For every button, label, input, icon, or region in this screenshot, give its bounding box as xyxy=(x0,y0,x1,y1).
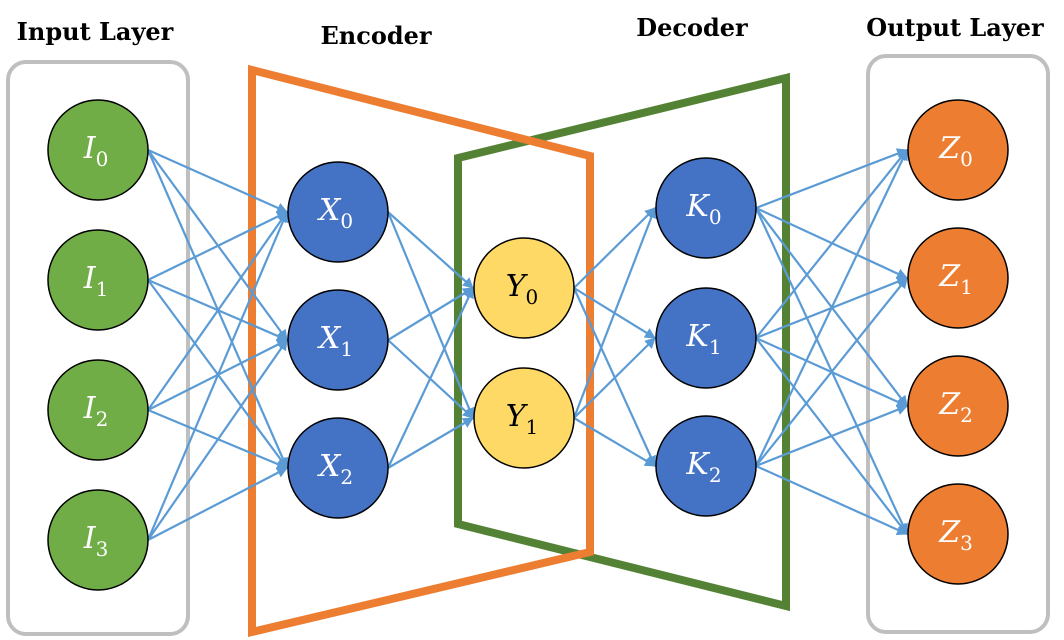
connections xyxy=(146,148,909,541)
output-node-label-0: Z0 xyxy=(938,131,973,171)
input-node-label-2: I2 xyxy=(83,391,109,431)
connection-arrow-decoder2-output3 xyxy=(755,464,909,536)
decoder-node-circle-1 xyxy=(655,287,757,389)
connection-arrow-input3-encoder0 xyxy=(146,210,289,541)
connection-arrow-input0-encoder0 xyxy=(147,148,289,214)
output-node-circle-3 xyxy=(907,483,1009,585)
bottleneck-node-circle-0 xyxy=(473,237,575,339)
input-node-2: I2 xyxy=(47,359,149,461)
connection-arrow-decoder0-output0 xyxy=(755,148,909,210)
connection-arrow-encoder2-bottleneck0 xyxy=(387,287,474,469)
encoder-node-2: X2 xyxy=(287,417,389,519)
encoder-node-label-2: X2 xyxy=(317,449,353,489)
connection-arrow-encoder0-bottleneck0 xyxy=(387,211,474,289)
decoder-node-label-0: K0 xyxy=(685,189,721,229)
input-layer-title: Input Layer xyxy=(17,17,174,46)
output-node-label-2: Z2 xyxy=(938,387,973,427)
decoder-node-0: K0 xyxy=(655,157,757,259)
connection-arrow-decoder2-output0 xyxy=(755,149,908,467)
input-node-1: I1 xyxy=(47,229,149,331)
output-layer-title: Output Layer xyxy=(866,13,1044,42)
connection-arrow-decoder2-output2 xyxy=(755,404,909,468)
output-node-circle-2 xyxy=(907,355,1009,457)
input-node-0: I0 xyxy=(47,99,149,201)
connection-arrow-bottleneck1-decoder2 xyxy=(573,417,656,467)
bottleneck-node-circle-1 xyxy=(473,367,575,469)
input-layer-box xyxy=(6,60,190,636)
output-node-label-1: Z1 xyxy=(938,259,973,299)
output-node-circle-1 xyxy=(907,227,1009,329)
decoder-node-label-2: K2 xyxy=(685,447,721,487)
output-node-1: Z1 xyxy=(907,227,1009,329)
connection-arrow-encoder1-bottleneck0 xyxy=(387,287,474,341)
connection-arrow-bottleneck1-decoder1 xyxy=(573,337,656,419)
input-node-label-3: I3 xyxy=(83,521,109,561)
encoder-frame xyxy=(248,64,594,638)
connection-arrow-decoder2-output1 xyxy=(755,277,908,467)
input-node-circle-0 xyxy=(47,99,149,201)
bottleneck-node-1: Y1 xyxy=(473,367,575,469)
encoder-node-circle-1 xyxy=(287,289,389,391)
connection-arrow-input1-encoder0 xyxy=(147,211,288,281)
input-node-label-1: I1 xyxy=(83,261,109,301)
connection-arrow-bottleneck0-decoder0 xyxy=(573,207,656,289)
bottleneck-node-label-1: Y1 xyxy=(506,399,539,439)
decoder-frame xyxy=(454,72,790,612)
output-node-0: Z0 xyxy=(907,99,1009,201)
decoder-node-2: K2 xyxy=(655,415,757,517)
output-node-circle-0 xyxy=(907,99,1009,201)
connection-arrow-input3-encoder2 xyxy=(147,467,288,541)
decoder-node-circle-2 xyxy=(655,415,757,517)
connection-arrow-input3-encoder1 xyxy=(147,339,288,541)
connection-arrow-encoder2-bottleneck1 xyxy=(387,417,474,469)
decoder-node-1: K1 xyxy=(655,287,757,389)
input-node-circle-2 xyxy=(47,359,149,461)
output-node-2: Z2 xyxy=(907,355,1009,457)
encoder-node-label-0: X0 xyxy=(317,193,353,233)
bottleneck-node-0: Y0 xyxy=(473,237,575,339)
encoder-node-circle-0 xyxy=(287,161,389,263)
bottleneck-node-label-0: Y0 xyxy=(506,269,539,309)
encoder-node-label-1: X1 xyxy=(317,321,353,361)
connection-arrow-decoder1-output0 xyxy=(755,149,908,339)
output-layer-box xyxy=(866,54,1050,634)
encoder-title: Encoder xyxy=(320,21,431,50)
encoder-node-1: X1 xyxy=(287,289,389,391)
encoder-node-circle-2 xyxy=(287,417,389,519)
connection-arrow-input2-encoder0 xyxy=(147,211,288,411)
output-node-label-3: Z3 xyxy=(938,515,973,555)
encoder-node-0: X0 xyxy=(287,161,389,263)
decoder-title: Decoder xyxy=(636,13,748,42)
input-node-3: I3 xyxy=(47,489,149,591)
decoder-node-circle-0 xyxy=(655,157,757,259)
input-node-circle-1 xyxy=(47,229,149,331)
output-node-3: Z3 xyxy=(907,483,1009,585)
input-node-circle-3 xyxy=(47,489,149,591)
decoder-node-label-1: K1 xyxy=(685,319,721,359)
connection-arrow-bottleneck1-decoder0 xyxy=(572,206,657,419)
input-node-label-0: I0 xyxy=(83,131,109,171)
